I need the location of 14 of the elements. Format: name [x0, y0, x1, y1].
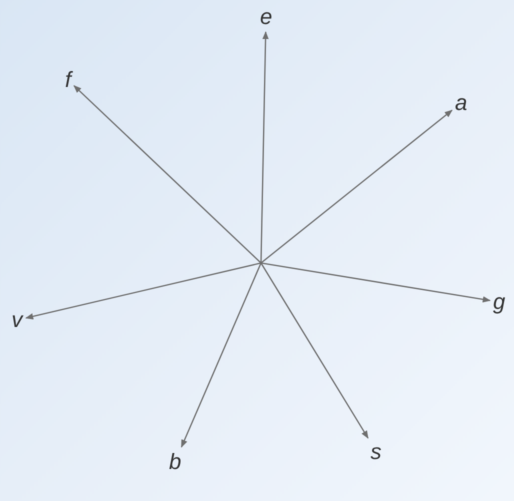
vector-label: s [370, 440, 382, 464]
arrow [25, 262, 262, 320]
arrow [73, 85, 262, 264]
arrow [260, 262, 491, 303]
vector-label: e [260, 5, 272, 29]
arrow [260, 31, 269, 264]
vector-label: g [493, 290, 506, 314]
arrow [260, 110, 453, 264]
vector-label: b [169, 450, 182, 474]
arrow [180, 262, 262, 448]
vector-label: f [65, 68, 72, 92]
arrow [260, 262, 369, 439]
vector-label: a [455, 91, 468, 115]
vector-label: v [12, 308, 22, 332]
